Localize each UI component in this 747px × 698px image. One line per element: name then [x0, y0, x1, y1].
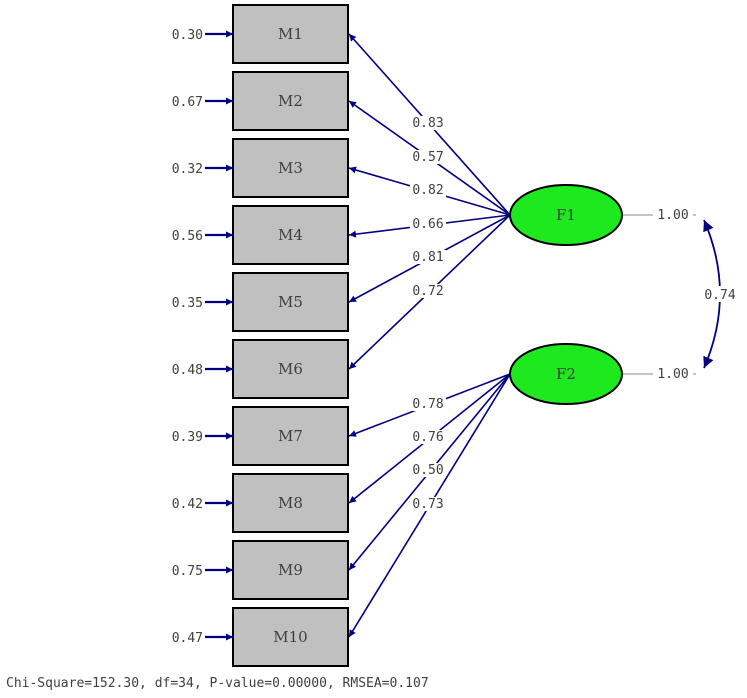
- error-variance-m2: 0.67: [172, 95, 203, 110]
- indicator-label-m5: M5: [278, 293, 303, 311]
- loading-label-bg-m7: [410, 397, 446, 411]
- error-variance-m1: 0.30: [172, 28, 203, 43]
- indicator-box-m6: [232, 339, 349, 399]
- loading-value-m8: 0.76: [412, 430, 443, 445]
- correlation-label-bg: [700, 286, 740, 302]
- factor-ellipse-f1: [509, 184, 623, 246]
- indicator-box-m3: [232, 138, 349, 198]
- indicator-box-m5: [232, 272, 349, 332]
- factor-variance-f2: 1.00: [657, 367, 688, 382]
- loading-value-m1: 0.83: [412, 116, 443, 131]
- indicator-label-m7: M7: [278, 427, 303, 445]
- loading-value-m7: 0.78: [412, 397, 443, 412]
- indicator-label-m8: M8: [278, 494, 303, 512]
- indicator-label-m10: M10: [273, 628, 307, 646]
- indicator-label-m4: M4: [278, 226, 303, 244]
- error-variance-m8: 0.42: [172, 497, 203, 512]
- loading-value-m5: 0.81: [412, 250, 443, 265]
- indicator-label-m3: M3: [278, 159, 303, 177]
- factor-label-f1: F1: [556, 206, 576, 224]
- factor-correlation-value: 0.74: [704, 288, 735, 303]
- loading-label-bg-m8: [410, 430, 446, 444]
- indicator-box-m1: [232, 4, 349, 64]
- loading-label-bg-m2: [410, 150, 446, 164]
- loading-value-m4: 0.66: [412, 217, 443, 232]
- error-variance-m7: 0.39: [172, 430, 203, 445]
- factor-variance-f1: 1.00: [657, 208, 688, 223]
- indicator-label-m2: M2: [278, 92, 303, 110]
- error-variance-m10: 0.47: [172, 631, 203, 646]
- indicator-box-m2: [232, 71, 349, 131]
- indicator-box-m4: [232, 205, 349, 265]
- error-variance-m6: 0.48: [172, 363, 203, 378]
- variance-label-bg-f2: [653, 365, 693, 379]
- loading-value-m9: 0.50: [412, 463, 443, 478]
- loading-label-bg-m3: [410, 183, 446, 197]
- loading-label-bg-m4: [410, 217, 446, 231]
- loading-label-bg-m1: [410, 116, 446, 130]
- indicator-label-m9: M9: [278, 561, 303, 579]
- loading-value-m2: 0.57: [412, 150, 443, 165]
- error-variance-m9: 0.75: [172, 564, 203, 579]
- loading-label-bg-m6: [410, 284, 446, 298]
- error-variance-m3: 0.32: [172, 162, 203, 177]
- fit-statistics: Chi-Square=152.30, df=34, P-value=0.0000…: [6, 676, 429, 691]
- loading-label-bg-m9: [410, 463, 446, 477]
- loading-value-m3: 0.82: [412, 183, 443, 198]
- indicator-box-m10: [232, 607, 349, 667]
- loading-label-bg-m10: [410, 497, 446, 511]
- indicator-box-m9: [232, 540, 349, 600]
- factor-ellipse-f2: [509, 343, 623, 405]
- error-variance-m5: 0.35: [172, 296, 203, 311]
- loading-label-bg-m5: [410, 250, 446, 264]
- variance-label-bg-f1: [653, 206, 693, 220]
- error-variance-m4: 0.56: [172, 229, 203, 244]
- factor-label-f2: F2: [556, 365, 576, 383]
- loading-value-m10: 0.73: [412, 497, 443, 512]
- loading-value-m6: 0.72: [412, 284, 443, 299]
- indicator-label-m6: M6: [278, 360, 303, 378]
- indicator-label-m1: M1: [278, 25, 303, 43]
